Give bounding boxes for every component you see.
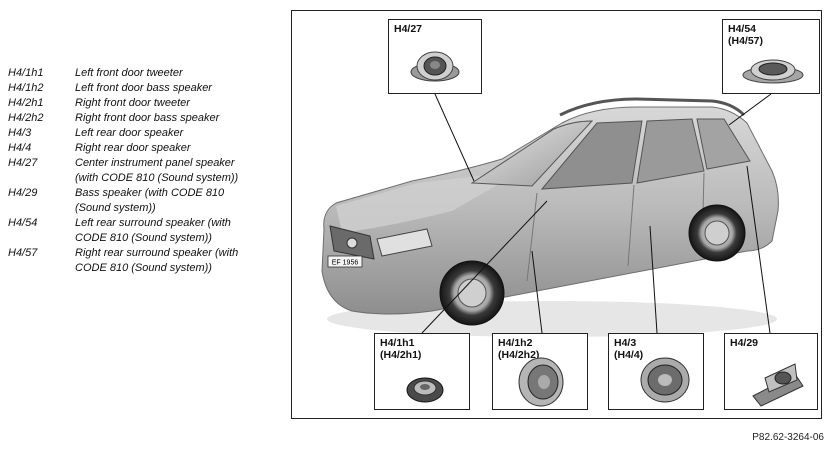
- rear-surround-speaker-icon: [742, 59, 804, 84]
- callout-label: H4/3 (H4/4): [614, 337, 644, 361]
- center-panel-speaker-icon: [410, 51, 460, 82]
- legend-code: H4/54: [8, 217, 38, 229]
- legend-code: H4/29: [8, 187, 38, 199]
- station-wagon-illustration: EF 1956: [321, 93, 779, 337]
- legend-row: H4/27 Center instrument panel speaker (w…: [8, 156, 276, 186]
- callout-h4-54: H4/54 (H4/57): [722, 19, 820, 94]
- door-bass-speaker-icon: [518, 357, 564, 407]
- legend-description: Left front door bass speaker: [75, 82, 212, 94]
- legend-description: Right front door tweeter: [75, 97, 190, 109]
- legend-row: H4/57 Right rear surround speaker (with …: [8, 246, 276, 276]
- legend-code: H4/2h2: [8, 112, 44, 124]
- callout-label: H4/54 (H4/57): [728, 23, 764, 47]
- legend-row: H4/29 Bass speaker (with CODE 810 (Sound…: [8, 186, 276, 216]
- legend-row: H4/2h1 Right front door tweeter: [8, 96, 276, 111]
- legend-code: H4/3: [8, 127, 32, 139]
- legend-description: Right rear surround speaker (with CODE 8…: [75, 247, 239, 274]
- legend-row: H4/1h2 Left front door bass speaker: [8, 81, 276, 96]
- legend-row: H4/3 Left rear door speaker: [8, 126, 276, 141]
- legend-description: Left front door tweeter: [75, 67, 183, 79]
- legend-code: H4/2h1: [8, 97, 44, 109]
- legend-row: H4/2h2 Right front door bass speaker: [8, 111, 276, 126]
- legend-description: Bass speaker (with CODE 810 (Sound syste…: [75, 187, 225, 214]
- legend-code: H4/4: [8, 142, 32, 154]
- legend-row: H4/1h1 Left front door tweeter: [8, 66, 276, 81]
- bass-speaker-icon: [752, 363, 804, 407]
- legend-description: Right rear door speaker: [75, 142, 191, 154]
- callout-label: H4/1h2 (H4/2h2): [498, 337, 540, 361]
- speaker-location-figure: EF 1956 H4/27 H4/54 (H4/57): [291, 10, 822, 419]
- callout-h4-1h1: H4/1h1 (H4/2h1): [374, 333, 470, 410]
- legend-code: H4/27: [8, 157, 38, 169]
- door-tweeter-icon: [406, 377, 444, 403]
- legend-code: H4/1h1: [8, 67, 44, 79]
- legend-row: H4/54 Left rear surround speaker (with C…: [8, 216, 276, 246]
- callout-h4-27: H4/27: [388, 19, 482, 94]
- legend-description: Center instrument panel speaker (with CO…: [75, 157, 239, 184]
- legend-code: H4/1h2: [8, 82, 44, 94]
- callout-h4-3: H4/3 (H4/4): [608, 333, 704, 410]
- legend-code: H4/57: [8, 247, 38, 259]
- legend-description: Left rear surround speaker (with CODE 81…: [75, 217, 231, 244]
- callout-label: H4/29: [730, 337, 759, 349]
- legend-row: H4/4 Right rear door speaker: [8, 141, 276, 156]
- callout-h4-1h2: H4/1h2 (H4/2h2): [492, 333, 588, 410]
- callout-label: H4/27: [394, 23, 423, 35]
- legend-description: Right front door bass speaker: [75, 112, 220, 124]
- legend-description: Left rear door speaker: [75, 127, 184, 139]
- license-plate-text: EF 1956: [332, 260, 359, 267]
- callout-h4-29: H4/29: [724, 333, 818, 410]
- figure-reference-id: P82.62-3264-06: [752, 432, 824, 443]
- callout-label: H4/1h1 (H4/2h1): [380, 337, 422, 361]
- component-legend: H4/1h1 Left front door tweeter H4/1h2 Le…: [8, 66, 276, 276]
- rear-door-speaker-icon: [640, 357, 690, 403]
